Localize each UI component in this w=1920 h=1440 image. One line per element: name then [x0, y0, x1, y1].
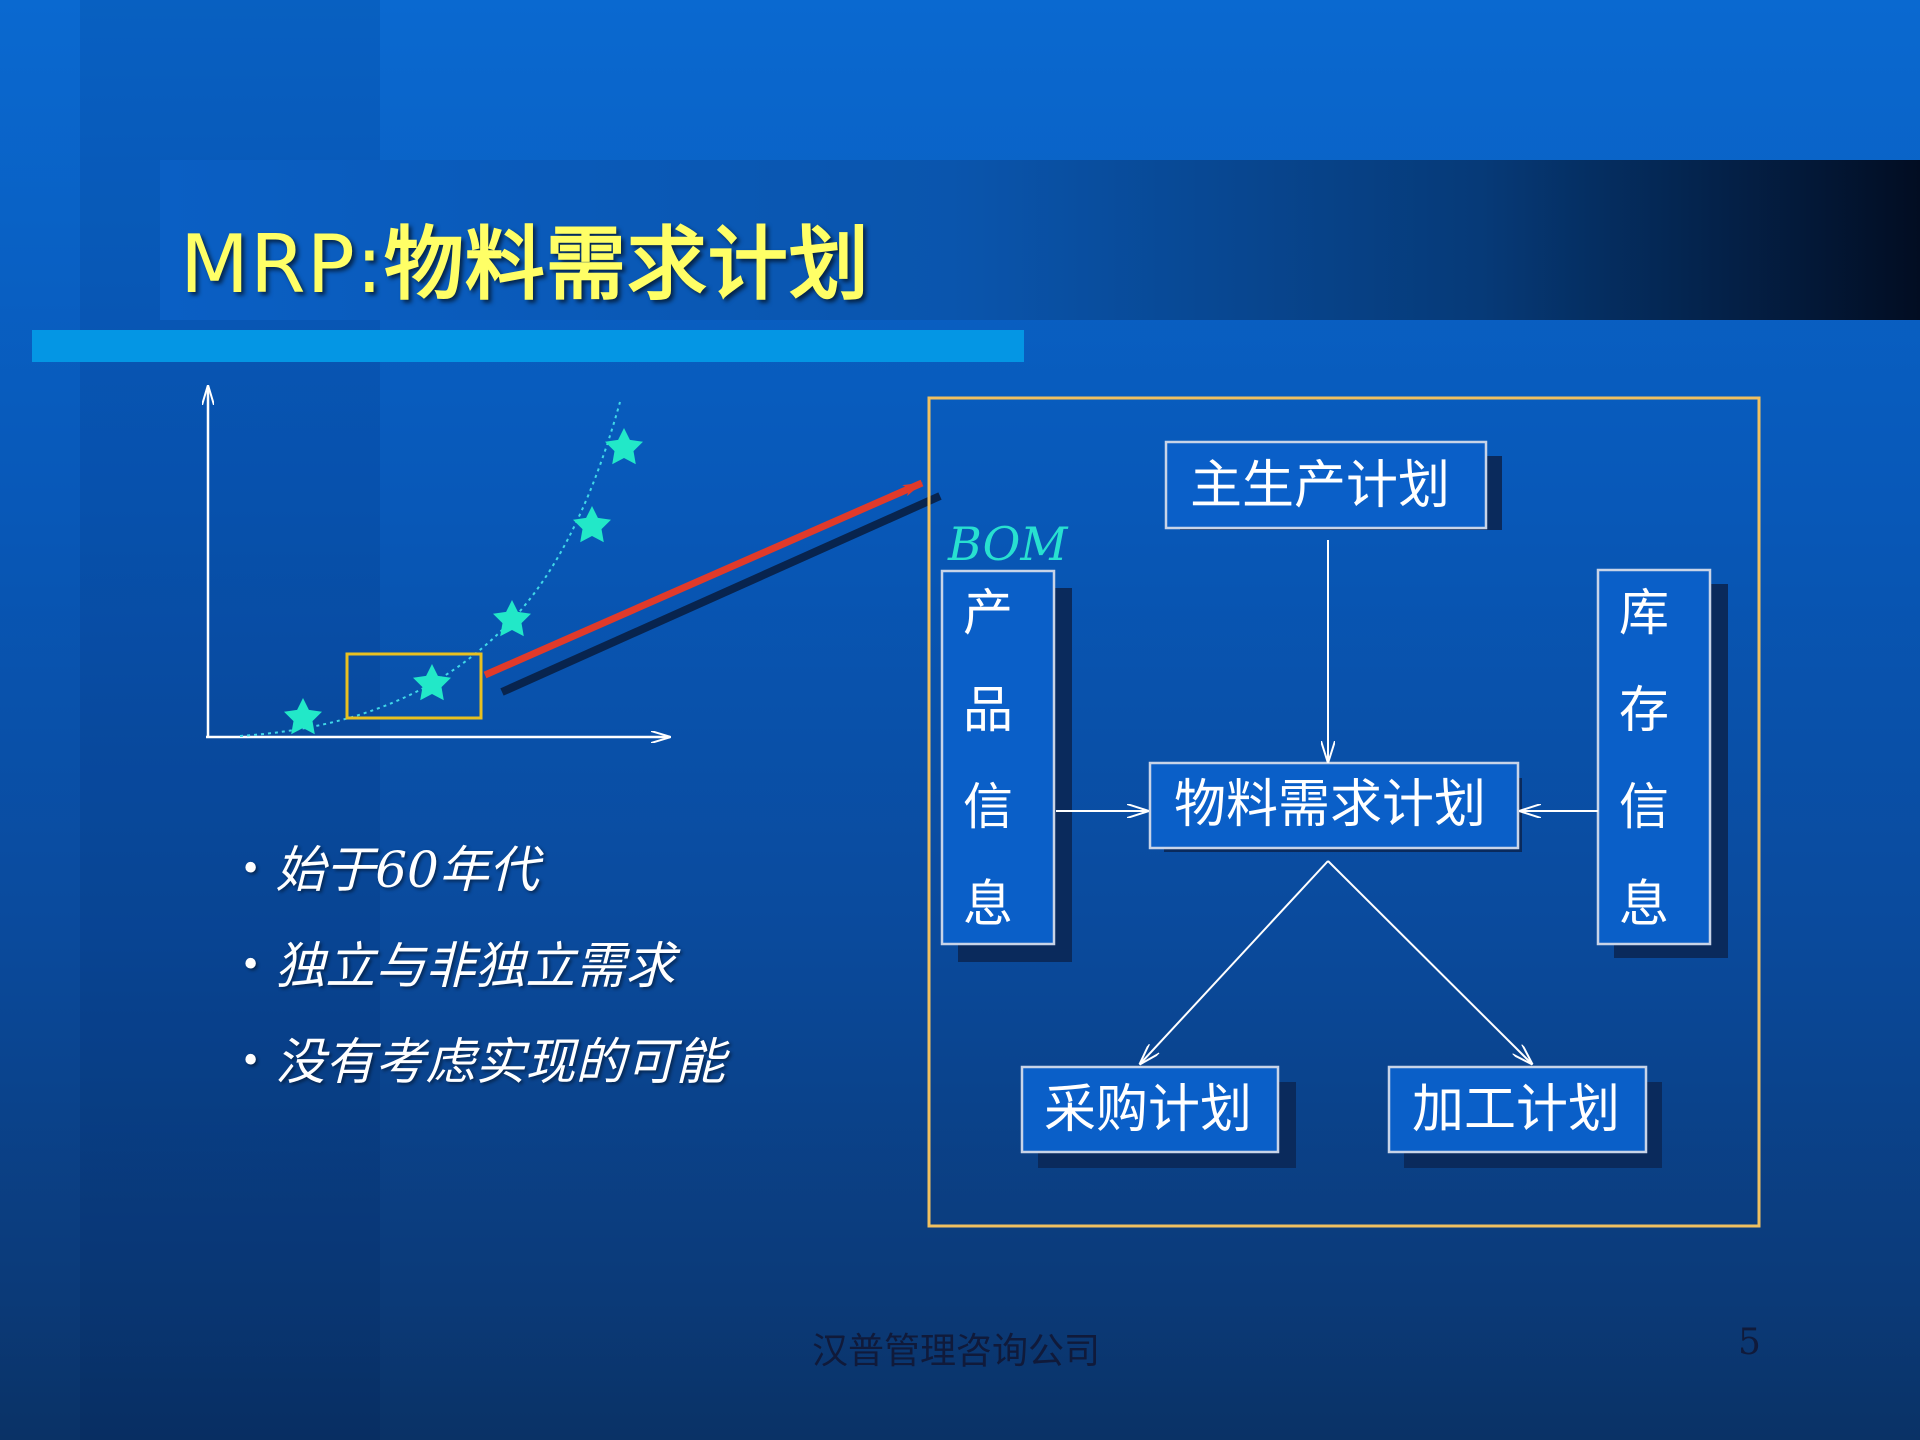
product-info-char: 品 [963, 681, 1013, 739]
page-number: 5 [1738, 1322, 1761, 1363]
product-info-char: 产 [963, 584, 1013, 642]
bullet-text: 没有考虑实现的可能 [275, 1033, 726, 1091]
processing-plan-label: 加工计划 [1412, 1080, 1620, 1140]
bullet-text: 独立与非独立需求 [275, 937, 676, 995]
inventory-info-char: 息 [1619, 875, 1669, 933]
flow-arrow [1140, 860, 1329, 1064]
product-info-box [940, 569, 1056, 946]
bullet-item: • 独立与非独立需求 [240, 926, 725, 1022]
slide-title: MRP:物料需求计划 [180, 200, 870, 316]
master-schedule-label: 主生产计划 [1190, 456, 1450, 516]
star-icon [573, 506, 611, 543]
processing-plan-box [1387, 1065, 1648, 1154]
zoom-arrow-shadow [500, 492, 942, 696]
product-info-char: 息 [963, 875, 1013, 933]
inventory-info-box [1596, 568, 1712, 946]
bullet-dot: • [240, 1041, 262, 1082]
detail-frame [927, 396, 1761, 1228]
bullet-item: • 没有考虑实现的可能 [240, 1022, 725, 1118]
slide-title-latin: MRP: [180, 218, 384, 311]
purchase-plan-label: 采购计划 [1044, 1080, 1252, 1140]
star-icon [605, 428, 643, 465]
master-schedule-box [1164, 440, 1488, 530]
slide-title-cjk: 物料需求计划 [383, 218, 870, 311]
star-icon [413, 664, 451, 701]
footer-company: 汉普管理咨询公司 [812, 1331, 1101, 1372]
inventory-info-char: 库 [1619, 584, 1669, 642]
zoom-arrow [483, 479, 924, 679]
product-info-char: 信 [963, 778, 1013, 836]
zoom-highlight-box [345, 652, 483, 720]
flow-arrow [1327, 860, 1532, 1064]
title-accent-bar [32, 330, 1024, 362]
inventory-info-char: 存 [1619, 681, 1669, 739]
mrp-label: 物料需求计划 [1174, 775, 1486, 835]
bullet-dot: • [240, 849, 262, 890]
bullet-text: 始于60年代 [275, 841, 539, 899]
bullet-list: • 始于60年代 • 独立与非独立需求 • 没有考虑实现的可能 [240, 830, 725, 1118]
bom-label: BOM [947, 517, 1069, 571]
bullet-item: • 始于60年代 [240, 830, 725, 926]
growth-curve [239, 401, 621, 737]
mrp-box [1148, 761, 1520, 850]
title-band [160, 160, 1920, 320]
bullet-dot: • [240, 945, 262, 986]
purchase-plan-box [1020, 1065, 1280, 1154]
inventory-info-char: 信 [1619, 778, 1669, 836]
